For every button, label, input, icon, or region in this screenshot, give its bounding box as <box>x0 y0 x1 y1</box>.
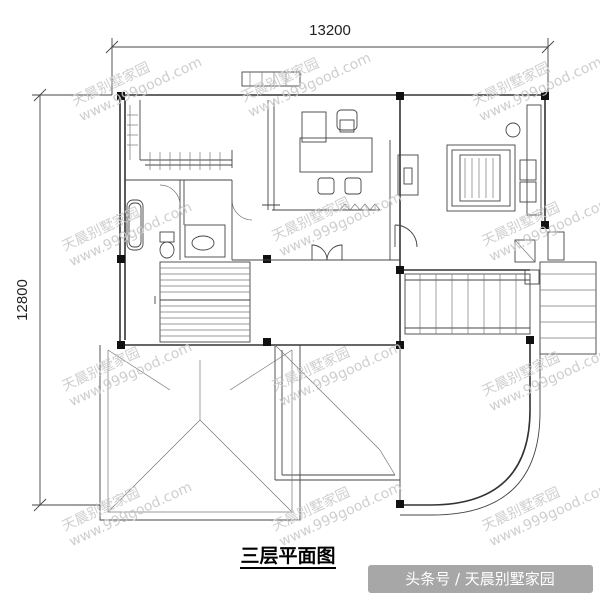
bedroom <box>446 104 542 263</box>
side-table <box>514 239 536 263</box>
plan-title-text: 三层平面图 <box>240 545 335 567</box>
pergola <box>404 231 597 355</box>
curved-terrace <box>274 336 541 516</box>
bathroom <box>126 180 253 260</box>
pillow <box>519 181 537 203</box>
height-dimension-label: 12800 <box>14 279 31 321</box>
column-post <box>117 92 125 100</box>
office-chair <box>336 109 358 131</box>
column-post <box>117 341 125 349</box>
bed <box>446 144 516 212</box>
column-post <box>263 255 271 263</box>
credit-text: 头条号 / 天晨别墅家园 <box>405 570 555 588</box>
width-dimension-label: 13200 <box>309 22 351 39</box>
top-vent <box>241 71 301 87</box>
vanity <box>184 224 226 258</box>
wardrobe <box>526 104 542 216</box>
column-post <box>263 338 271 346</box>
height-dimension: 12800 <box>14 88 112 512</box>
bathtub <box>126 199 144 251</box>
guest-chair <box>344 177 362 195</box>
desk <box>299 137 373 173</box>
closet <box>125 100 233 181</box>
toilet <box>159 231 175 243</box>
pillow <box>519 159 537 181</box>
width-dimension: 13200 <box>105 22 555 95</box>
column-post <box>541 92 549 100</box>
plant <box>505 122 521 138</box>
cabinet <box>397 154 419 196</box>
sink <box>191 235 215 251</box>
staircase <box>154 261 251 343</box>
column-post <box>117 255 125 263</box>
study-door <box>394 224 418 248</box>
column-post <box>396 92 404 100</box>
study <box>299 109 419 211</box>
guest-chair <box>317 177 335 195</box>
plan-title: 三层平面图 <box>240 545 336 569</box>
credit-badge: 头条号 / 天晨别墅家园 <box>368 565 593 593</box>
exterior-walls <box>117 92 549 349</box>
column-post <box>541 221 549 229</box>
double-door <box>311 244 328 261</box>
column-post <box>396 266 404 274</box>
roof <box>99 344 396 521</box>
